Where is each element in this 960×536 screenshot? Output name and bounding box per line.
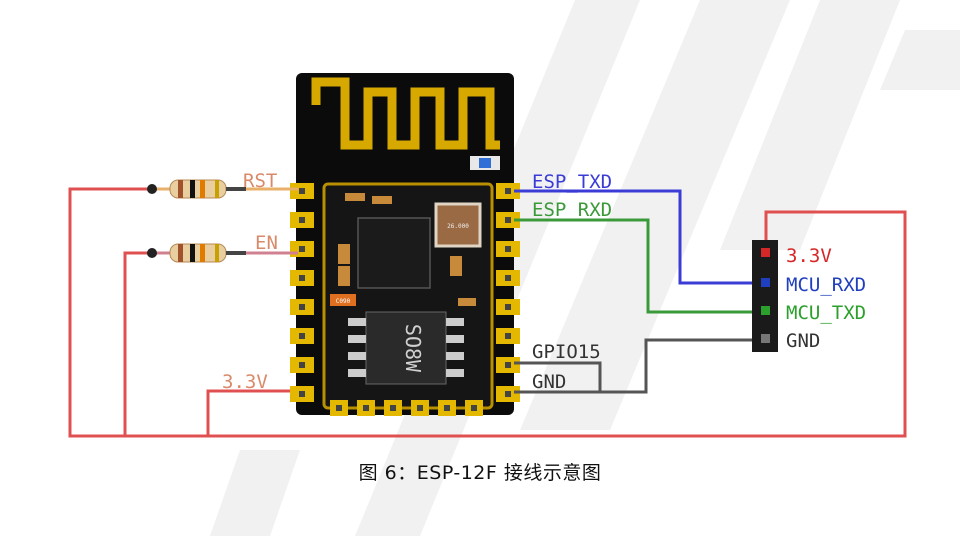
left-pad-hole xyxy=(299,304,305,310)
pin-label-gnd: GND xyxy=(532,371,566,393)
bottom-pad-hole xyxy=(390,405,396,411)
header-pin-3v3: 3.3V xyxy=(786,245,832,267)
pin-label-rst: RST xyxy=(243,170,277,192)
signal-wires xyxy=(514,189,766,394)
right-pad-hole xyxy=(505,362,511,368)
flash-chip xyxy=(365,311,447,385)
flash-pin-right xyxy=(446,318,464,326)
left-pad-hole xyxy=(299,275,305,281)
flash-pin-left xyxy=(348,369,366,377)
flash-pin-right xyxy=(446,369,464,377)
mcu-chip xyxy=(357,217,431,289)
pin-label-en: EN xyxy=(255,232,278,254)
flash-pin-left xyxy=(348,318,366,326)
figure-caption: 图 6：ESP-12F 接线示意图 xyxy=(358,462,602,484)
right-pad-hole xyxy=(505,246,511,252)
crystal xyxy=(434,202,482,248)
header-pin-mcu-txd: MCU_TXD xyxy=(786,302,866,324)
en-resistor xyxy=(147,243,298,263)
rxd-wire xyxy=(514,218,766,314)
right-pad-hole xyxy=(505,304,511,310)
rst-resistor xyxy=(147,179,298,199)
left-pad-hole xyxy=(299,333,305,339)
bottom-pad-hole xyxy=(471,405,477,411)
bottom-pad-hole xyxy=(363,405,369,411)
txd-wire xyxy=(514,189,766,285)
flash-chip-pins xyxy=(348,318,464,377)
left-pad-hole xyxy=(299,246,305,252)
gnd-wire xyxy=(514,338,766,394)
right-pad-hole xyxy=(505,391,511,397)
right-pad-hole xyxy=(505,333,511,339)
pin-label-esp-txd: ESP_TXD xyxy=(532,171,612,193)
right-pad-hole xyxy=(505,275,511,281)
header-pin-gnd: GND xyxy=(786,330,820,352)
right-edge-pads xyxy=(496,183,520,402)
flash-pin-left xyxy=(348,352,366,360)
mcu-header xyxy=(752,240,778,352)
gpio15-wire xyxy=(514,361,602,392)
bottom-pad-hole xyxy=(336,405,342,411)
smd-marking: C090 xyxy=(336,298,351,305)
header-pin-mcu-rxd: MCU_RXD xyxy=(786,274,866,296)
flash-pin-left xyxy=(348,335,366,343)
left-pad-hole xyxy=(299,217,305,223)
left-pad-hole xyxy=(299,391,305,397)
pin-label-gpio15: GPIO15 xyxy=(532,341,601,363)
bottom-edge-pads xyxy=(330,400,483,416)
left-pad-hole xyxy=(299,362,305,368)
right-pad-hole xyxy=(505,188,511,194)
power-wires xyxy=(68,187,907,438)
flash-pin-right xyxy=(446,335,464,343)
pin-label-esp-rxd: ESP_RXD xyxy=(532,199,612,221)
antenna-trace xyxy=(311,77,500,150)
pin-label-3v3: 3.3V xyxy=(222,371,268,393)
flash-chip-marking: SO8W xyxy=(401,324,425,373)
left-pad-hole xyxy=(299,188,305,194)
flash-pin-right xyxy=(446,352,464,360)
esp12f-module: 26.000 C090 SO8W xyxy=(290,73,520,416)
bottom-pad-hole xyxy=(417,405,423,411)
left-edge-pads xyxy=(290,183,314,402)
right-pad-hole xyxy=(505,217,511,223)
bottom-pad-hole xyxy=(444,405,450,411)
crystal-marking: 26.000 xyxy=(447,223,469,230)
